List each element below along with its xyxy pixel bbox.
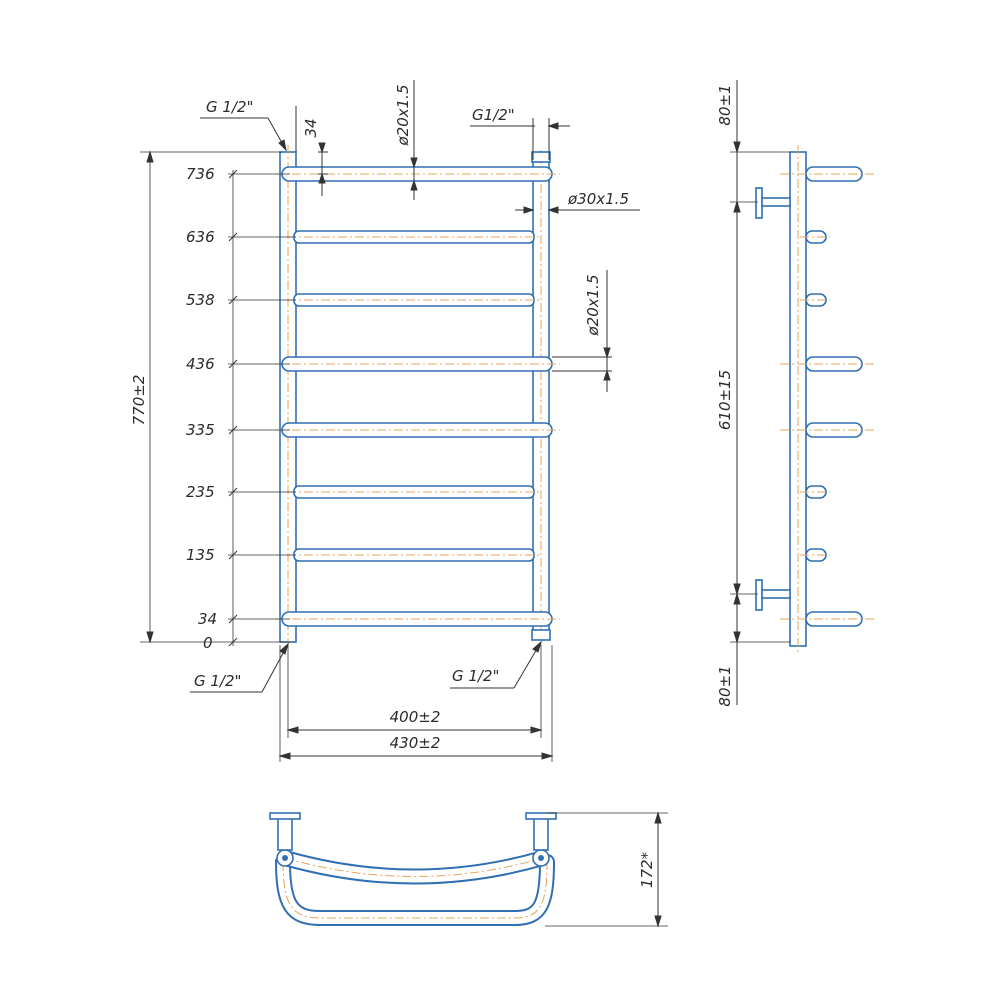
depth-label: 172*: [638, 851, 656, 888]
inner-width-label: 400±2: [390, 708, 441, 726]
wall-bracket-top-plate: [755, 187, 763, 219]
side-top-offset-label: 80±1: [716, 84, 734, 125]
total-height-label: 770±2: [130, 375, 148, 426]
height-label-0: 0: [203, 634, 213, 652]
height-label-436: 436: [186, 355, 215, 373]
outer-width-label: 430±2: [390, 734, 441, 752]
top-view-right-stub: [533, 817, 549, 851]
pipe-diameter-mid-label: ø20x1.5: [584, 275, 602, 337]
top-view-left-stub: [277, 817, 293, 851]
thread-top-left-label: G 1/2": [206, 98, 253, 116]
wall-bracket-bottom-arm: [761, 589, 791, 599]
wall-bracket-top-arm: [761, 197, 791, 207]
height-label-538: 538: [186, 291, 215, 309]
height-label-636: 636: [186, 228, 215, 246]
side-bracket-spacing-label: 610±15: [716, 370, 734, 430]
wall-bracket-bottom-plate: [755, 579, 763, 611]
side-view: 80±1 610±15 80±1: [716, 80, 875, 707]
thread-top-right-label: G1/2": [472, 106, 515, 124]
thread-bottom-left-label: G 1/2": [194, 672, 241, 690]
height-label-135: 135: [186, 546, 215, 564]
top-view-right-flange: [525, 812, 557, 820]
top-right-fitting: [531, 151, 551, 163]
top-offset-label: 34: [302, 118, 320, 137]
pipe-diameter-side-label: ø30x1.5: [567, 190, 629, 208]
bottom-right-fitting: [531, 629, 551, 641]
thread-bottom-right-label: G 1/2": [452, 667, 499, 685]
height-label-235: 235: [186, 483, 215, 501]
front-view: 736 636 538 436 335 235 135 34 0 770±2 3…: [130, 80, 640, 762]
side-bottom-offset-label: 80±1: [716, 665, 734, 706]
pipe-diameter-top-label: ø20x1.5: [394, 85, 412, 147]
top-view-left-flange: [269, 812, 301, 820]
height-label-34: 34: [198, 610, 217, 628]
height-label-736: 736: [186, 165, 215, 183]
height-label-335: 335: [186, 421, 215, 439]
top-view: 172*: [269, 811, 668, 928]
